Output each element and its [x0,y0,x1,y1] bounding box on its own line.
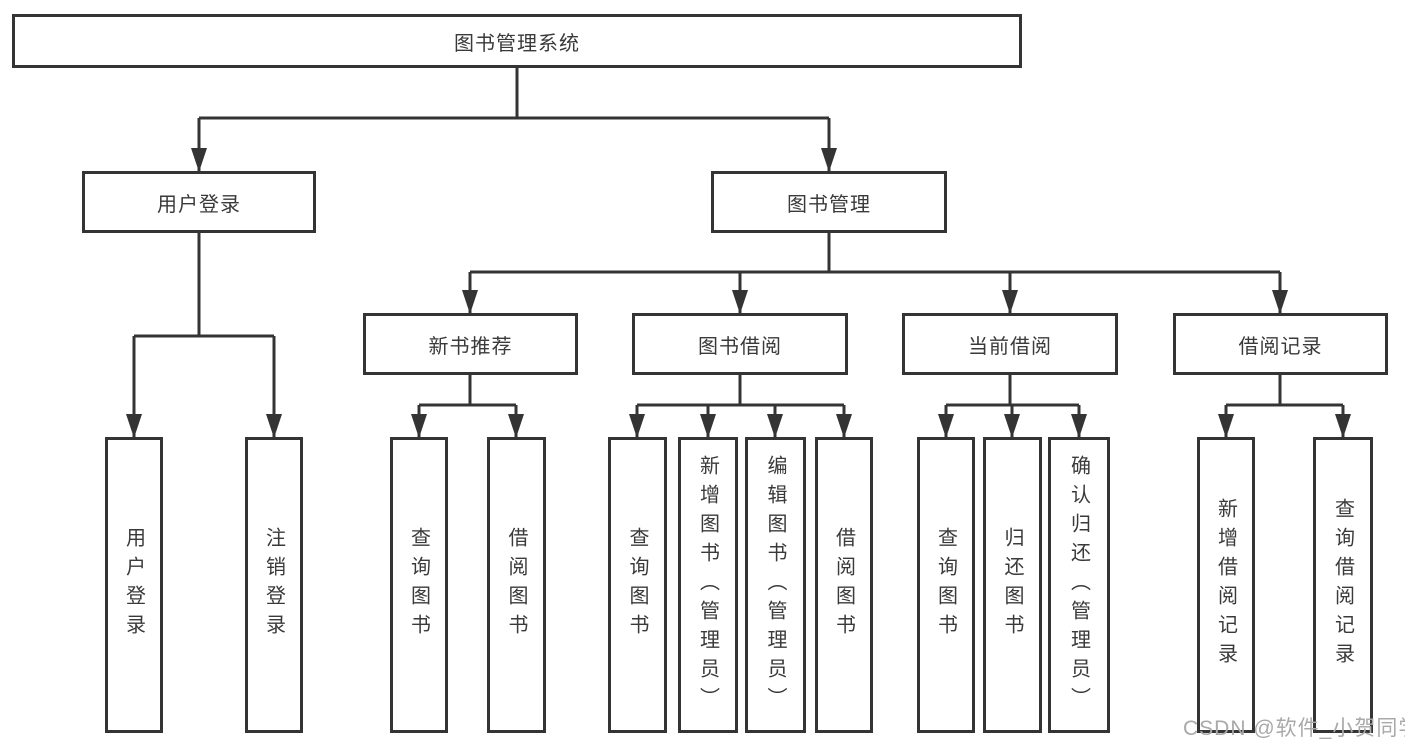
node-leaf-query-books-borrowing: 查询图书 [608,437,667,733]
node-new-book-recommend: 新书推荐 [363,313,578,375]
node-leaf-query-books-current: 查询图书 [917,437,975,733]
node-root-label: 图书管理系统 [454,32,580,55]
node-label: 当前借阅 [968,335,1052,358]
node-leaf-query-books-recommend: 查询图书 [390,437,448,733]
node-book-borrowing: 图书借阅 [632,313,848,375]
node-label: 注销登录 [262,527,285,643]
csdn-watermark: CSDN @软件_小贺同学 [1183,717,1405,740]
node-leaf-user-login: 用户登录 [105,437,163,733]
node-label: 图书借阅 [698,335,782,358]
node-label: 图书管理 [787,193,871,216]
node-label: 确认归还（管理员） [1067,454,1090,716]
node-label: 查询图书 [934,527,957,643]
connector-arrows [126,118,1351,438]
node-current-borrowing: 当前借阅 [902,313,1118,375]
node-leaf-return-books: 归还图书 [983,437,1042,733]
node-label: 归还图书 [1001,527,1023,643]
node-leaf-query-borrow-record: 查询借阅记录 [1313,437,1373,733]
node-root: 图书管理系统 [12,14,1022,68]
node-label: 新增借阅记录 [1214,498,1237,672]
node-label: 查询图书 [407,527,430,643]
node-label: 查询图书 [626,527,648,643]
node-label: 用户登录 [157,193,241,216]
node-leaf-borrow-books: 借阅图书 [815,437,873,733]
node-label: 查询借阅记录 [1331,498,1354,672]
connector-trunks [134,68,1343,407]
node-borrow-records: 借阅记录 [1173,313,1388,375]
node-label: 新书推荐 [428,335,513,358]
node-label: 新增图书（管理员） [696,454,719,716]
node-label: 借阅图书 [832,527,855,643]
node-label: 借阅图书 [505,527,527,643]
node-leaf-add-borrow-record: 新增借阅记录 [1197,437,1255,733]
node-leaf-borrow-books-recommend: 借阅图书 [487,437,546,733]
node-leaf-edit-books-admin: 编辑图书（管理员） [745,437,806,733]
node-leaf-confirm-return-admin: 确认归还（管理员） [1048,437,1110,733]
node-leaf-add-books-admin: 新增图书（管理员） [678,437,738,733]
node-book-management: 图书管理 [711,171,947,233]
node-label: 借阅记录 [1238,335,1323,358]
node-user-login-group: 用户登录 [82,171,316,233]
node-label: 用户登录 [122,527,145,643]
node-label: 编辑图书（管理员） [764,454,786,716]
node-leaf-logout: 注销登录 [245,437,303,733]
